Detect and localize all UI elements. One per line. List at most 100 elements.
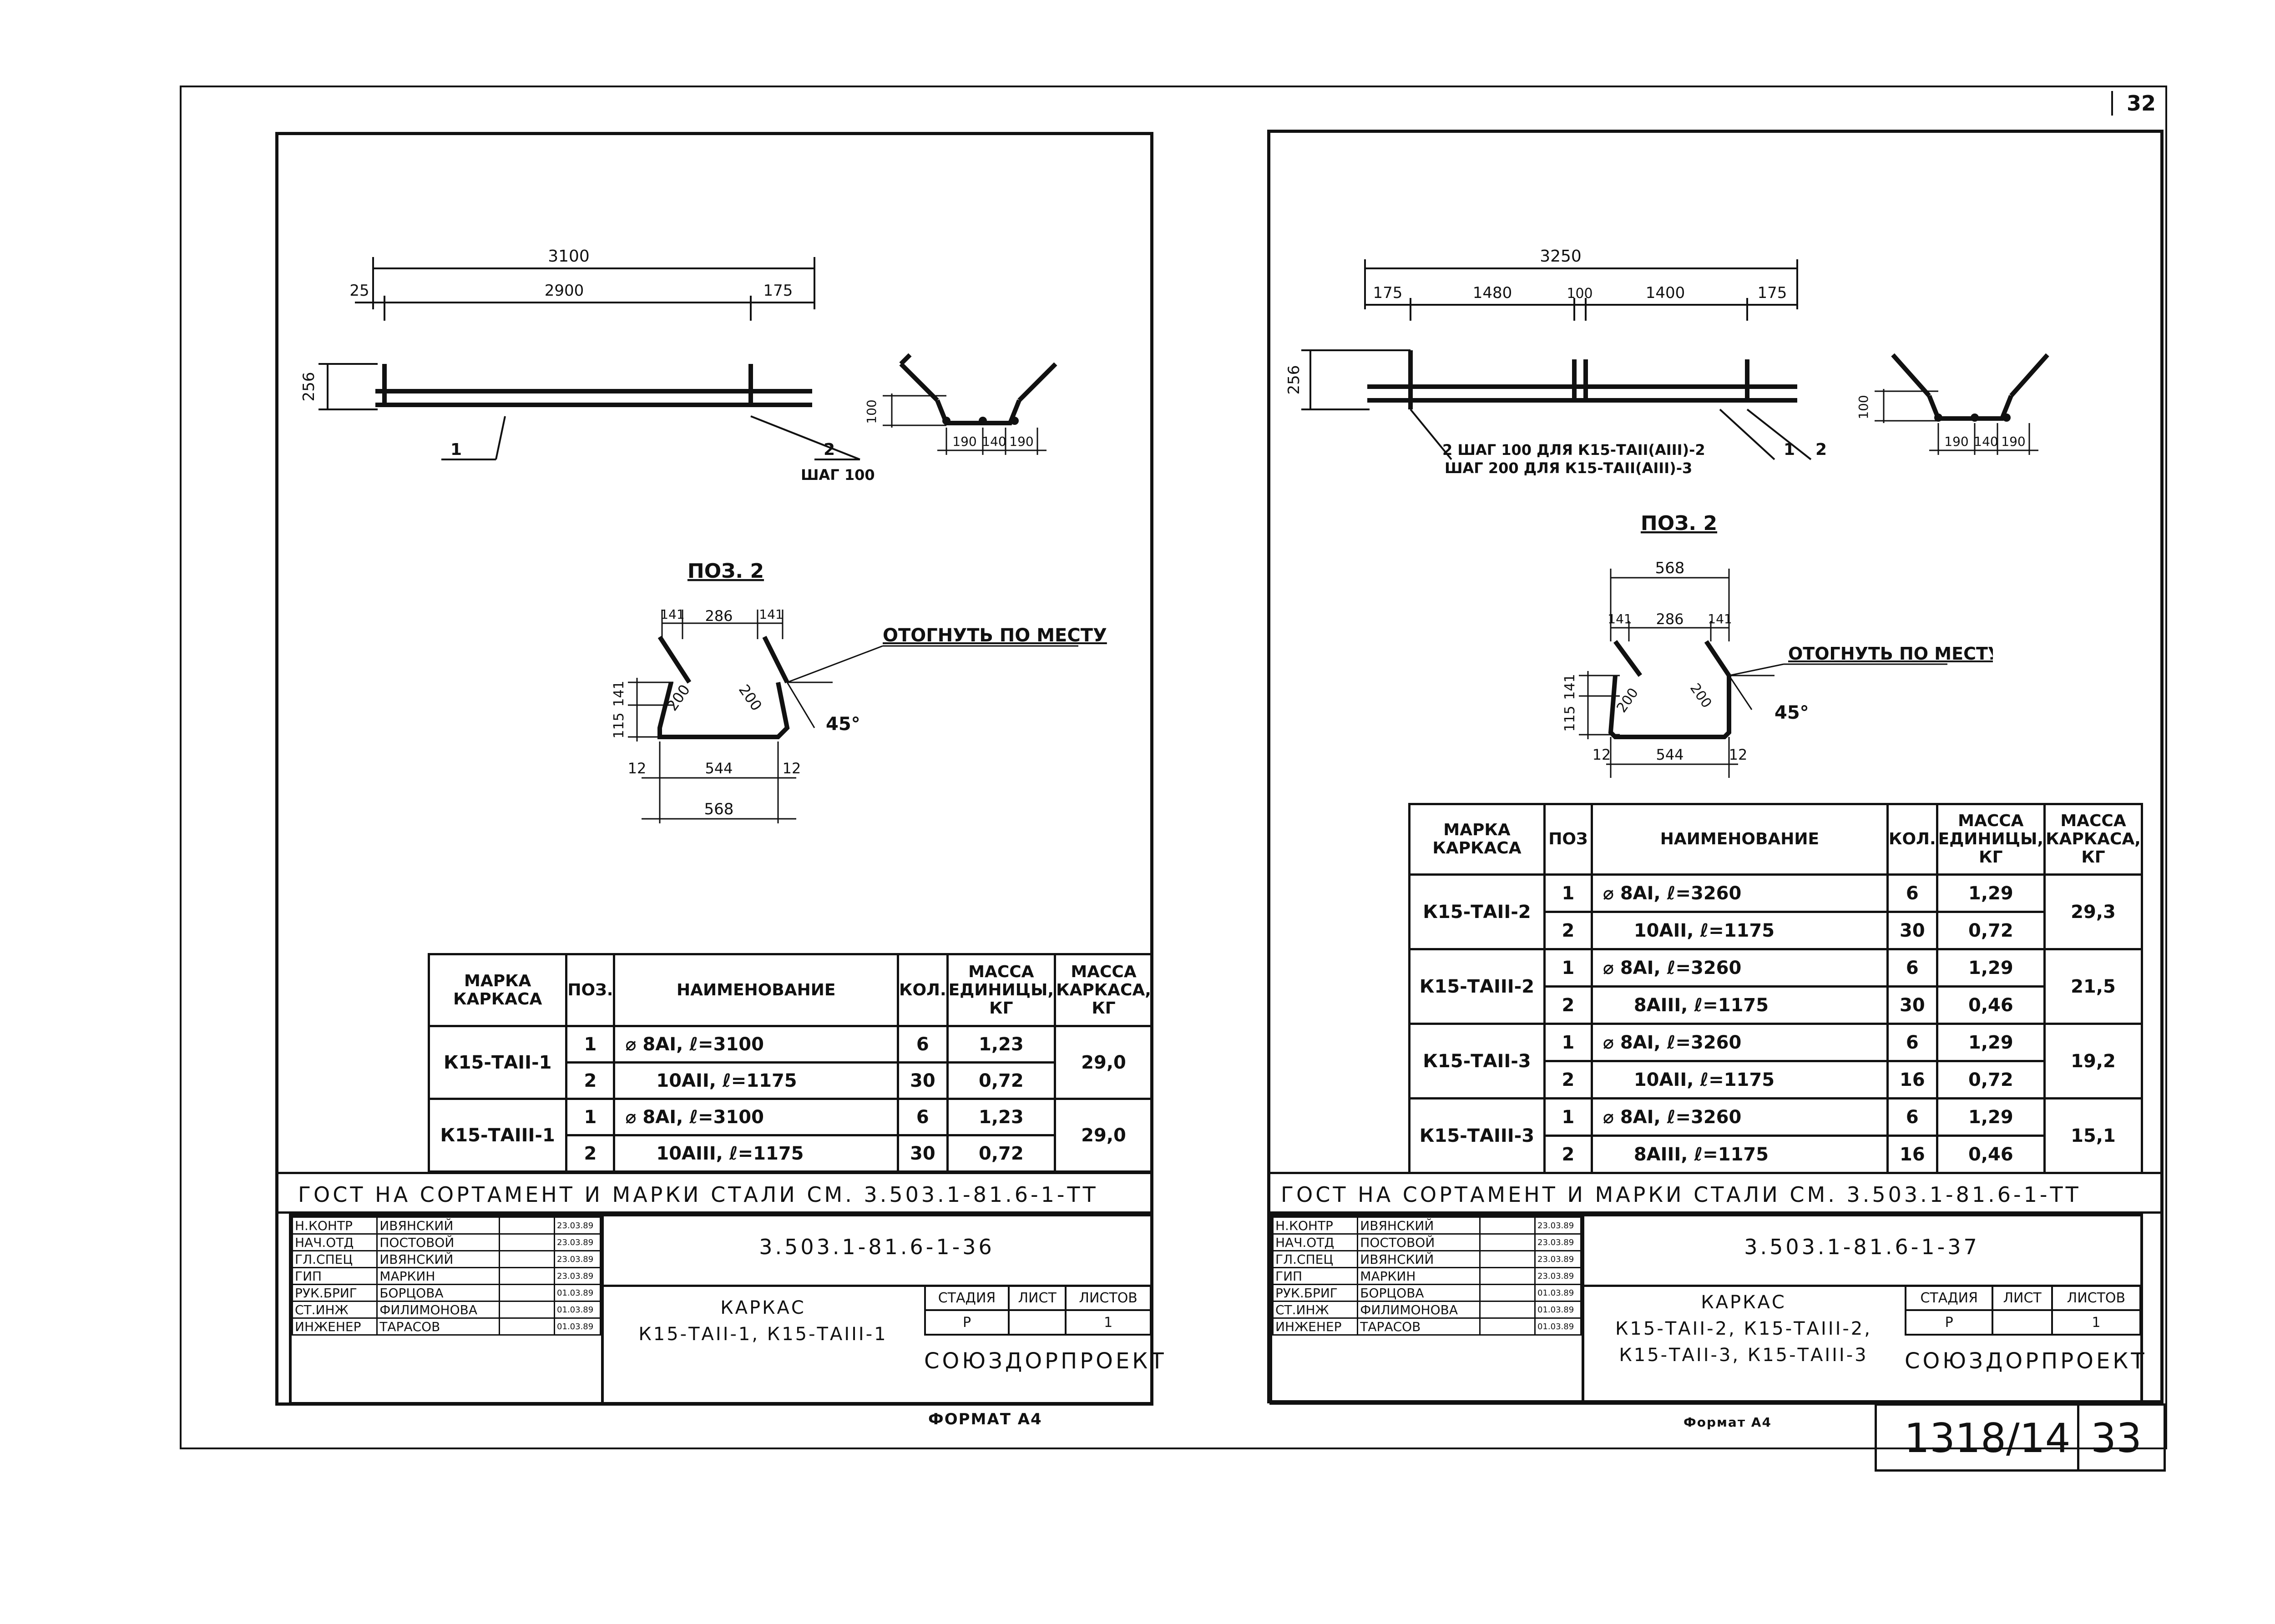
table-cell-unit: 1,29: [1936, 948, 2046, 988]
table-cell-pos: 2: [1543, 911, 1593, 950]
col-header-name: НАИМЕНОВАНИЕ: [613, 953, 900, 1027]
right-format-label: Формат А4: [1684, 1415, 1772, 1430]
table-cell-mass: 29,0: [1054, 1025, 1153, 1100]
table-cell-unit: 1,29: [1936, 873, 2046, 913]
table-cell-mark: К15-ТАIII-2: [1408, 948, 1546, 1025]
dim-c: 175: [763, 282, 793, 300]
col-header-unit-mass: МАССА ЕДИНИЦЫ, КГ: [946, 953, 1057, 1027]
table-cell-qty: 30: [897, 1134, 949, 1173]
table-cell-unit: 1,29: [1936, 1023, 2046, 1062]
table-cell-qty: 16: [1886, 1060, 1938, 1099]
archive-page: 33: [2091, 1415, 2142, 1462]
right-gost-row: ГОСТ НА СОРТАМЕНТ И МАРКИ СТАЛИ СМ. 3.50…: [1267, 1172, 2164, 1214]
dim-w3: 190: [1009, 434, 1033, 449]
col-header-unit-mass: МАССА ЕДИНИЦЫ, КГ: [1936, 803, 2046, 876]
callout-1: 1: [1784, 440, 1795, 459]
organization-name: СОЮЗДОРПРОЕКТ: [1905, 1348, 2147, 1374]
table-cell-name: ⌀ 8AI, ℓ=3260: [1590, 873, 1889, 913]
table-cell-unit: 0,72: [1936, 1060, 2046, 1099]
detail-top-a: 141: [1608, 611, 1632, 626]
dim-w2: 140: [1974, 434, 1998, 449]
drawing-title: КАРКАС К15-ТАII-1, К15-ТАIII-1: [638, 1297, 888, 1345]
detail-leg-b: 200: [735, 681, 765, 714]
table-cell-name: ⌀ 8AI, ℓ=3260: [1590, 1023, 1889, 1062]
table-cell-mass: 29,0: [1054, 1098, 1153, 1173]
detail-side-b: 141: [611, 681, 627, 706]
table-cell-pos: 2: [1543, 1135, 1593, 1174]
table-cell-pos: 1: [565, 1098, 616, 1136]
dim-h: 256: [300, 372, 318, 402]
dim-a: 25: [349, 282, 369, 300]
table-cell-qty: 6: [1886, 1023, 1938, 1062]
detail-bot-b: 544: [705, 760, 733, 777]
col-header-total-mass: МАССА КАРКАСА, КГ: [1054, 953, 1153, 1027]
table-cell-unit: 1,29: [1936, 1097, 2046, 1137]
table-cell-pos: 1: [1543, 1097, 1593, 1137]
left-spec-table: МАРКА КАРКАСА ПОЗ. НАИМЕНОВАНИЕ КОЛ. МАС…: [427, 953, 1153, 1173]
dim-w3: 190: [2001, 434, 2025, 449]
table-cell-pos: 1: [565, 1025, 616, 1064]
detail-top-c: 141: [759, 607, 783, 622]
dim-c: 100: [1567, 286, 1592, 302]
detail-title: ПОЗ. 2: [1641, 512, 1717, 535]
left-detail-drawing: ПОЗ. 2 141 286 141 ОТОГНУТЬ ПО МЕСТУ 45°…: [611, 560, 1107, 823]
table-cell-pos: 1: [1543, 873, 1593, 913]
table-cell-mark: К15-ТАIII-3: [1408, 1097, 1546, 1174]
detail-side-b: 141: [1562, 674, 1578, 700]
right-sheet-frame: [1267, 130, 2164, 1403]
right-spec-table: МАРКА КАРКАСА ПОЗ НАИМЕНОВАНИЕ КОЛ. МАСС…: [1408, 803, 2143, 1174]
table-cell-mass: 21,5: [2043, 948, 2143, 1025]
drawing-title: КАРКАС К15-ТАII-2, К15-ТАIII-2, К15-ТАII…: [1615, 1292, 1872, 1366]
table-cell-pos: 2: [565, 1061, 616, 1100]
detail-leg-a: 200: [1613, 685, 1642, 716]
table-cell-mass: 29,3: [2043, 873, 2143, 950]
col-header-name: НАИМЕНОВАНИЕ: [1590, 803, 1889, 876]
detail-bot-b: 544: [1656, 746, 1684, 763]
detail-bot-c: 12: [783, 760, 801, 777]
callout-2: 2: [824, 440, 835, 459]
detail-angle: 45°: [826, 714, 860, 735]
table-cell-mass: 15,1: [2043, 1097, 2143, 1174]
table-cell-qty: 30: [897, 1061, 949, 1100]
col-header-mark: МАРКА КАРКАСА: [1408, 803, 1546, 876]
dim-total: 3250: [1540, 247, 1582, 266]
sheet-border: [180, 86, 2167, 1449]
bend-note: ОТОГНУТЬ ПО МЕСТУ: [1788, 644, 1993, 664]
dim-total: 3100: [548, 247, 590, 266]
dim-a: 175: [1373, 284, 1403, 302]
col-header-pos: ПОЗ.: [565, 953, 616, 1027]
callout-2: 2: [1815, 440, 1827, 459]
right-gost-note: ГОСТ НА СОРТАМЕНТ И МАРКИ СТАЛИ СМ. 3.50…: [1281, 1182, 2081, 1207]
archive-stamp: 1318/14 33: [1875, 1403, 2166, 1472]
table-cell-qty: 6: [1886, 948, 1938, 988]
dim-b: 2900: [545, 282, 584, 300]
left-main-drawing: 3100 25 2900 175 256 1 2 ШАГ 100: [300, 247, 875, 484]
table-cell-qty: 16: [1886, 1135, 1938, 1174]
dim-b: 1480: [1473, 284, 1512, 302]
dim-w1: 190: [1944, 434, 1968, 449]
table-cell-name: 10AII, ℓ=1175: [613, 1061, 900, 1100]
detail-bot-a: 12: [628, 760, 647, 777]
table-cell-mark: К15-ТАIII-1: [427, 1098, 568, 1173]
table-cell-mark: К15-ТАII-2: [1408, 873, 1546, 950]
table-cell-pos: 1: [1543, 1023, 1593, 1062]
detail-top-c: 141: [1708, 611, 1732, 626]
detail-angle: 45°: [1774, 702, 1809, 723]
col-header-pos: ПОЗ: [1543, 803, 1593, 876]
right-main-drawing: 3250 175 1480 100 1400 175 256 2 ШАГ 100…: [1285, 247, 1827, 477]
callout-1: 1: [450, 440, 462, 459]
table-cell-name: ⌀ 8AI, ℓ=3260: [1590, 948, 1889, 988]
table-cell-pos: 2: [1543, 985, 1593, 1025]
dim-h2: 100: [1856, 395, 1871, 419]
table-cell-name: 10AIII, ℓ=1175: [613, 1134, 900, 1173]
col-header-mark: МАРКА КАРКАСА: [427, 953, 568, 1027]
detail-leg-b: 200: [1687, 681, 1715, 711]
dim-w2: 140: [982, 434, 1006, 449]
table-cell-qty: 30: [1886, 911, 1938, 950]
table-cell-name: ⌀ 8AI, ℓ=3100: [613, 1025, 900, 1064]
detail-bot-c: 12: [1729, 746, 1748, 763]
